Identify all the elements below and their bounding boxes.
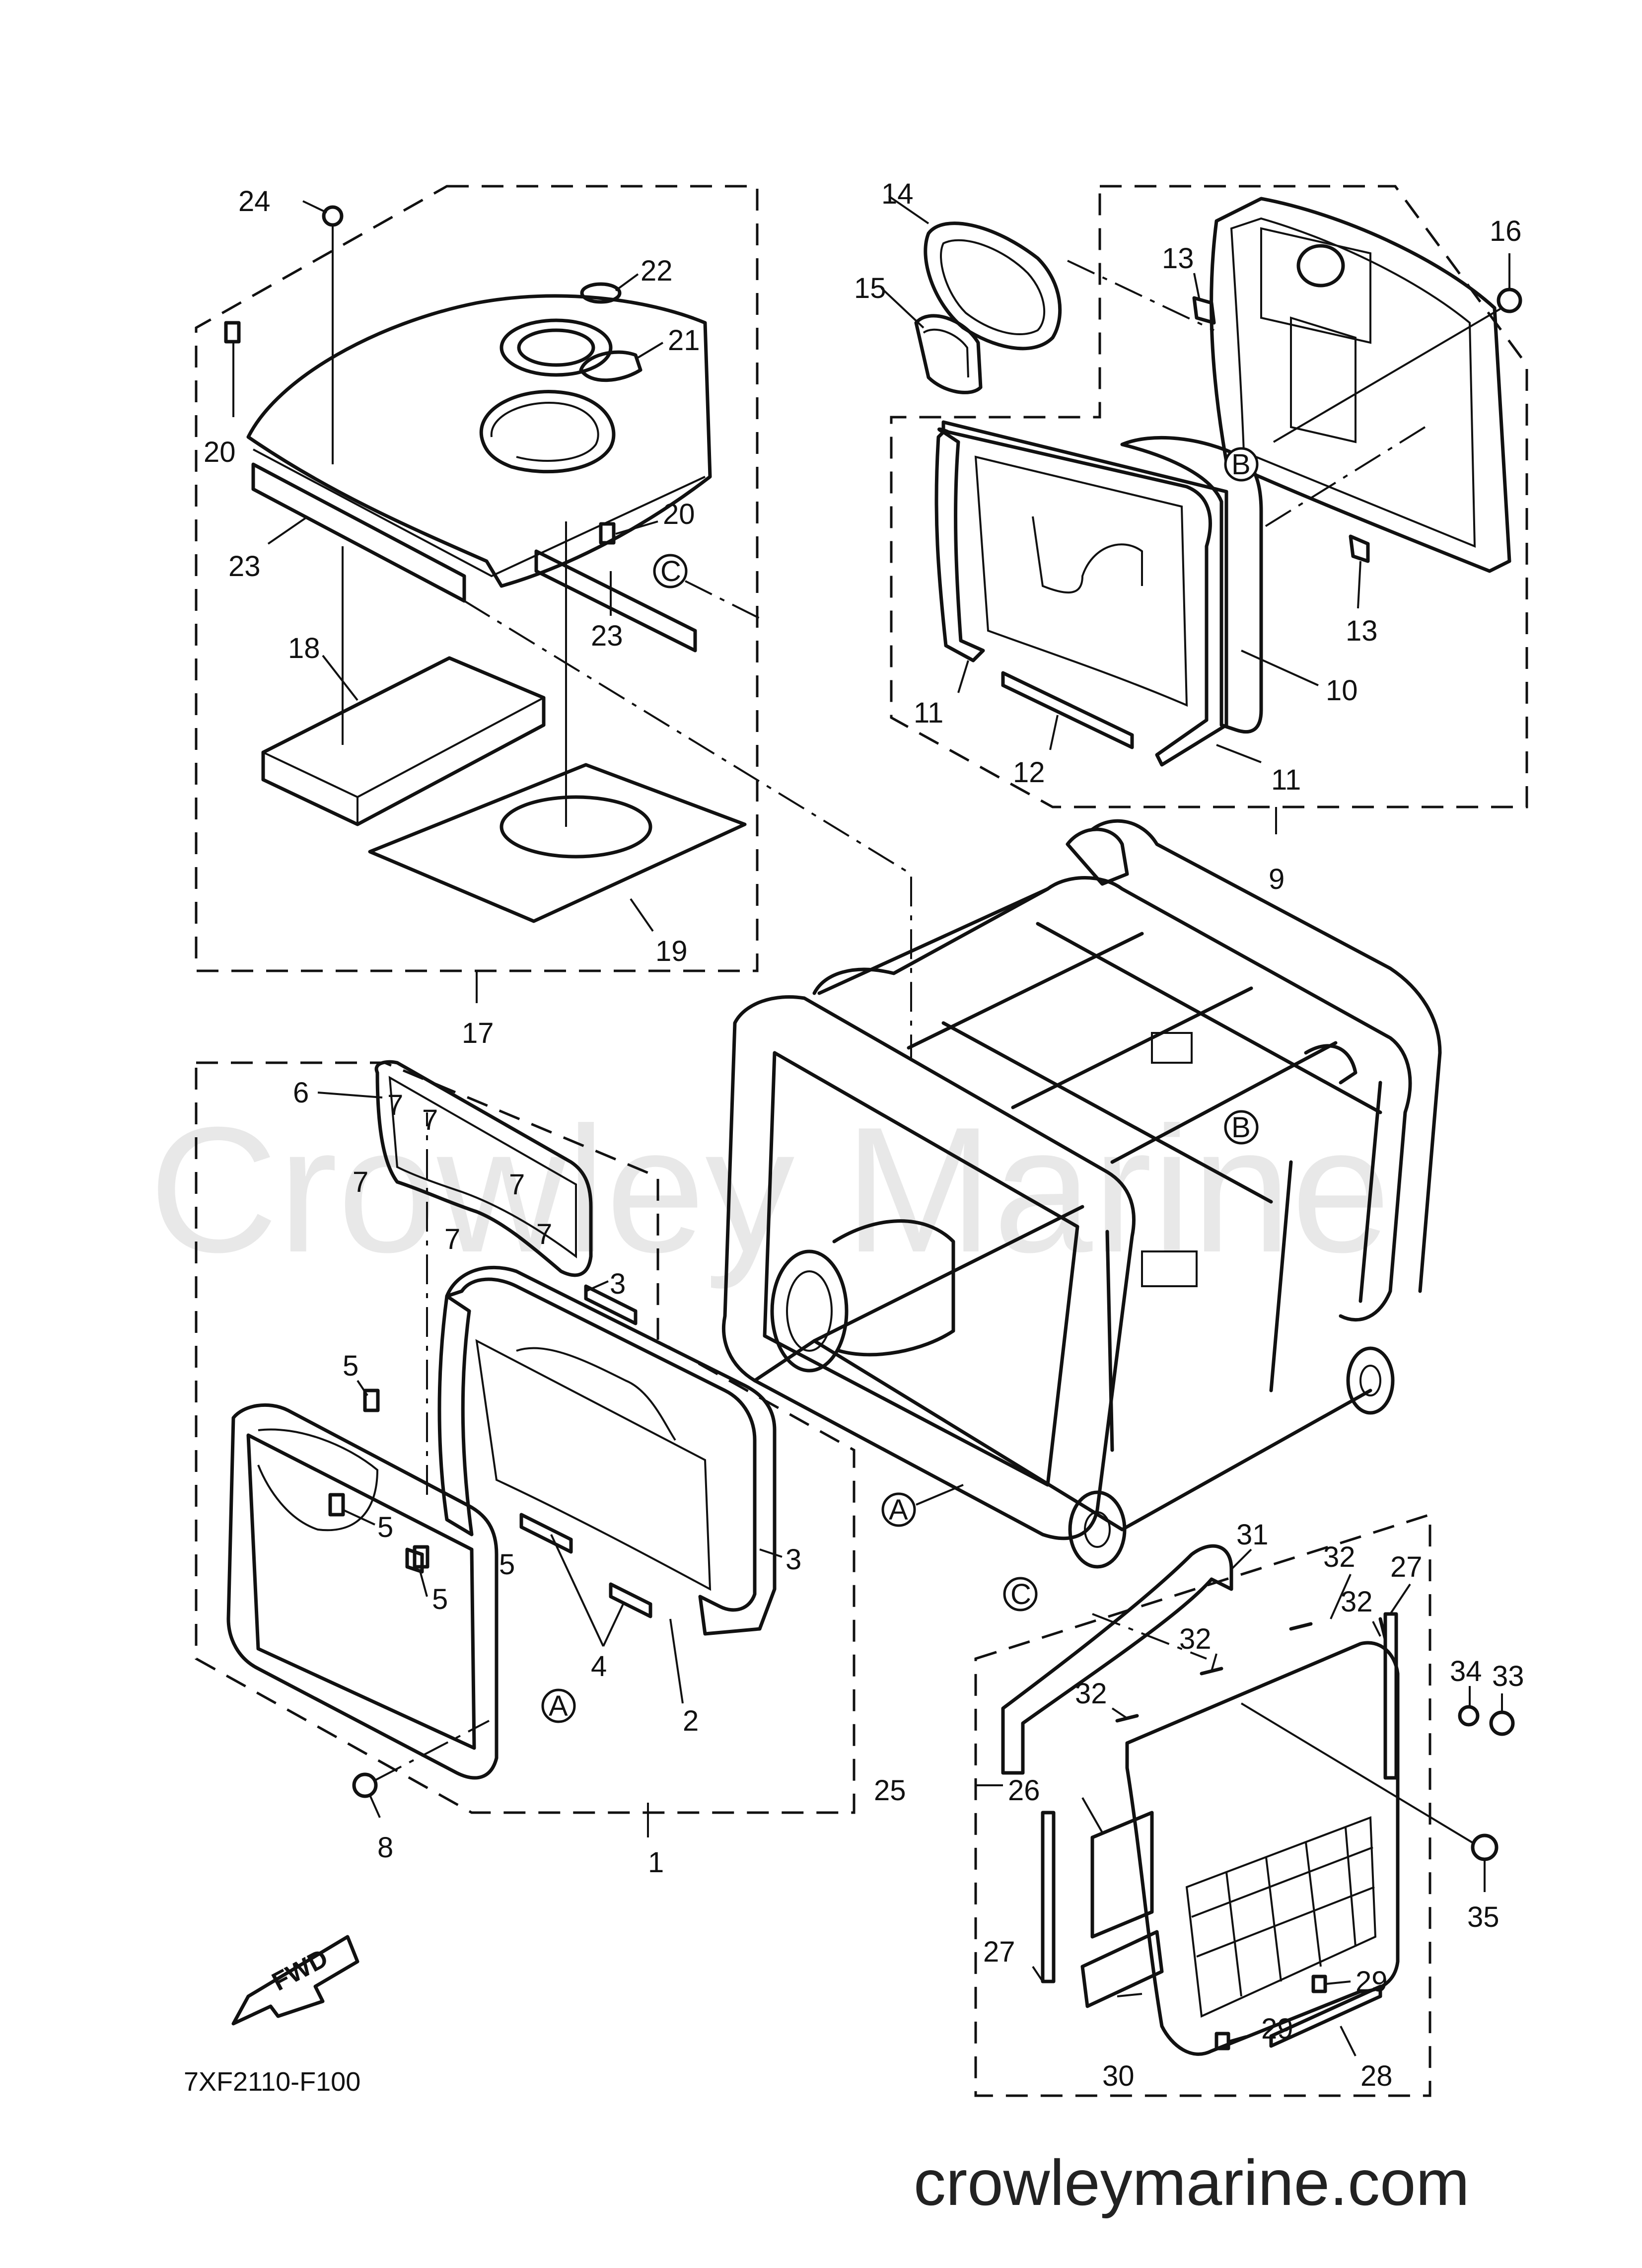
callout-20: 20 bbox=[204, 436, 236, 468]
callout-24: 24 bbox=[238, 185, 271, 218]
callout-17: 17 bbox=[462, 1017, 494, 1049]
callout-13: 13 bbox=[1346, 615, 1378, 647]
callout-7: 7 bbox=[387, 1089, 403, 1121]
callout-20: 20 bbox=[663, 498, 695, 530]
callout-34: 34 bbox=[1450, 1655, 1482, 1687]
callout-1: 1 bbox=[648, 1846, 664, 1879]
ref-marker-c-cover: C bbox=[660, 555, 681, 587]
callout-3: 3 bbox=[610, 1268, 626, 1300]
diagram-code: 7XF2110-F100 bbox=[184, 2067, 360, 2097]
callout-2: 2 bbox=[683, 1705, 699, 1737]
callout-7: 7 bbox=[444, 1223, 460, 1255]
ref-marker-c-grille: C bbox=[1010, 1578, 1031, 1610]
callout-29: 29 bbox=[1356, 1966, 1388, 1998]
website-text: crowleymarine.com bbox=[914, 2146, 1470, 2219]
callout-32: 32 bbox=[1341, 1586, 1373, 1618]
callout-10: 10 bbox=[1326, 674, 1358, 707]
callout-14: 14 bbox=[881, 178, 914, 210]
group-25-rear-grille: C bbox=[974, 1513, 1515, 2097]
callout-15: 15 bbox=[854, 272, 886, 304]
callout-13: 13 bbox=[1162, 242, 1194, 275]
callout-30: 30 bbox=[1102, 2060, 1135, 2092]
ref-marker-b-frame: B bbox=[1231, 1111, 1251, 1144]
callout-19: 19 bbox=[655, 935, 688, 967]
callout-12: 12 bbox=[1013, 756, 1045, 789]
callout-32: 32 bbox=[1075, 1678, 1107, 1710]
callout-7: 7 bbox=[353, 1166, 368, 1198]
callout-26: 26 bbox=[1008, 1774, 1040, 1807]
callout-23: 23 bbox=[228, 550, 261, 583]
callout-31: 31 bbox=[1236, 1519, 1269, 1551]
callout-27: 27 bbox=[1390, 1551, 1423, 1583]
group-9-side-panel: B bbox=[880, 185, 1528, 834]
callout-11: 11 bbox=[1271, 764, 1301, 796]
callout-35: 35 bbox=[1467, 1901, 1499, 1933]
callout-29: 29 bbox=[1261, 2013, 1293, 2045]
callout-4: 4 bbox=[591, 1650, 607, 1683]
callout-7: 7 bbox=[422, 1104, 438, 1136]
callout-27: 27 bbox=[983, 1936, 1015, 1968]
callout-5: 5 bbox=[343, 1350, 358, 1382]
fwd-label: FWD bbox=[267, 1944, 333, 1997]
callout-21: 21 bbox=[668, 324, 700, 357]
ref-marker-b-panel: B bbox=[1231, 448, 1251, 481]
callout-5: 5 bbox=[377, 1511, 393, 1543]
callout-32: 32 bbox=[1323, 1541, 1356, 1573]
callout-9: 9 bbox=[1269, 863, 1285, 895]
callout-11: 11 bbox=[914, 697, 943, 729]
callout-7: 7 bbox=[536, 1218, 552, 1250]
callout-33: 33 bbox=[1492, 1660, 1524, 1692]
group-1-front-panel: A bbox=[195, 1060, 856, 1837]
callout-labels: 1 2 3 3 4 5 5 5 5 6 7 7 7 7 7 7 8 9 10 1… bbox=[204, 178, 1524, 2092]
callout-5: 5 bbox=[499, 1548, 515, 1581]
callout-23: 23 bbox=[591, 620, 623, 652]
callout-5: 5 bbox=[432, 1583, 448, 1615]
ref-marker-a-panel: A bbox=[549, 1690, 568, 1722]
callout-32: 32 bbox=[1179, 1623, 1212, 1655]
ref-marker-a-frame: A bbox=[889, 1494, 908, 1526]
callout-6: 6 bbox=[293, 1077, 309, 1109]
callout-28: 28 bbox=[1360, 2060, 1393, 2092]
callout-25: 25 bbox=[874, 1774, 906, 1807]
callout-16: 16 bbox=[1490, 215, 1522, 247]
callout-3: 3 bbox=[785, 1543, 801, 1576]
fwd-arrow-icon: FWD bbox=[231, 1935, 359, 2026]
callout-7: 7 bbox=[509, 1169, 525, 1201]
callout-22: 22 bbox=[641, 255, 673, 287]
generator-frame: B A bbox=[722, 819, 1442, 1569]
group-17-top-cover bbox=[195, 185, 759, 1003]
callout-8: 8 bbox=[377, 1831, 393, 1864]
callout-18: 18 bbox=[288, 632, 320, 664]
